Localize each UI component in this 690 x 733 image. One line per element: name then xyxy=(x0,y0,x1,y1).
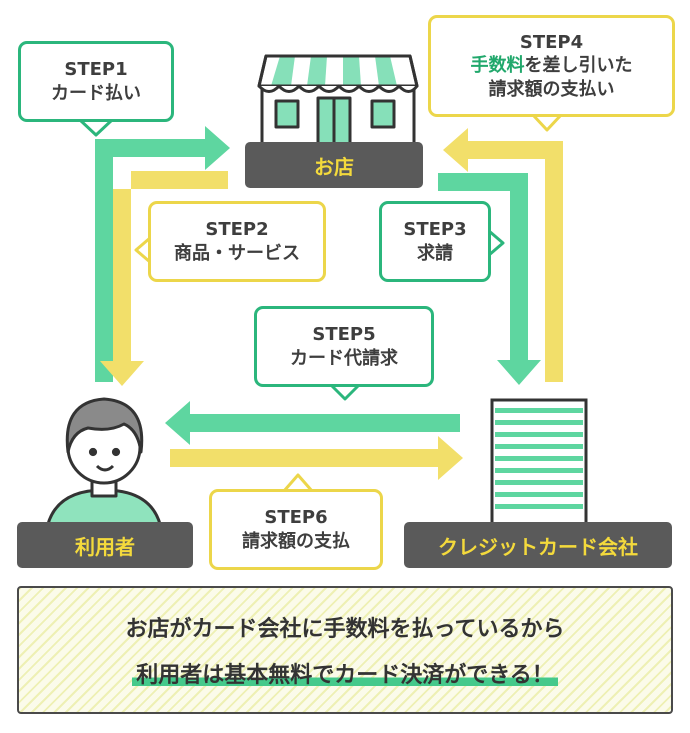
summary-line2-wrap: 利用者は基本無料でカード決済ができる！ xyxy=(132,657,558,689)
person-icon xyxy=(46,397,162,526)
bubble-tail-step5 xyxy=(329,383,361,401)
summary-line1: お店がカード会社に手数料を払っているから xyxy=(125,617,565,642)
bubble-tail-step2 xyxy=(134,236,151,264)
step5-text: カード代請求 xyxy=(290,347,398,369)
step2-text: 商品・サービス xyxy=(174,242,300,264)
step1-title: STEP1 xyxy=(64,59,128,81)
step5-title: STEP5 xyxy=(312,324,376,346)
summary-line2: 利用者は基本無料でカード決済ができる！ xyxy=(132,663,558,688)
office-building-icon xyxy=(490,398,588,526)
step4-bubble: STEP4 手数料を差し引いた 請求額の支払い xyxy=(428,15,675,117)
user-label: 利用者 xyxy=(17,522,193,568)
step2-title: STEP2 xyxy=(205,219,269,241)
step5-bubble: STEP5 カード代請求 xyxy=(254,306,434,387)
step6-bubble: STEP6 請求額の支払 xyxy=(209,489,383,570)
step6-text: 請求額の支払 xyxy=(242,530,350,552)
step3-bubble: STEP3 求請 xyxy=(379,201,491,282)
step4-highlight: 手数料 xyxy=(470,55,525,77)
step3-text: 求請 xyxy=(417,242,453,264)
step4-text-line1: 手数料を差し引いた xyxy=(471,54,633,77)
arrow-step3 xyxy=(438,173,541,385)
shop-label: お店 xyxy=(245,142,423,188)
bubble-tail-step3 xyxy=(488,229,505,257)
bubble-tail-step6 xyxy=(282,473,314,492)
step4-text-rest: を差し引いた xyxy=(524,55,633,77)
step1-text: カード払い xyxy=(51,82,141,104)
step6-title: STEP6 xyxy=(264,507,328,529)
step1-bubble: STEP1 カード払い xyxy=(18,41,174,122)
arrow-step1 xyxy=(95,126,230,382)
step4-title: STEP4 xyxy=(519,32,584,54)
arrow-step2 xyxy=(100,171,228,386)
step3-title: STEP3 xyxy=(403,219,467,241)
bubble-tail-step1 xyxy=(78,118,114,137)
bubble-tail-step4 xyxy=(531,113,563,132)
arrow-step6 xyxy=(170,436,463,480)
step2-bubble: STEP2 商品・サービス xyxy=(148,201,326,282)
step4-text-line2: 請求額の支払い xyxy=(488,78,615,100)
arrow-step4 xyxy=(443,128,563,382)
shop-building-icon xyxy=(257,54,419,146)
arrow-step5 xyxy=(165,401,460,445)
summary-box: お店がカード会社に手数料を払っているから 利用者は基本無料でカード決済ができる！ xyxy=(17,586,673,714)
card-company-label: クレジットカード会社 xyxy=(404,522,672,568)
